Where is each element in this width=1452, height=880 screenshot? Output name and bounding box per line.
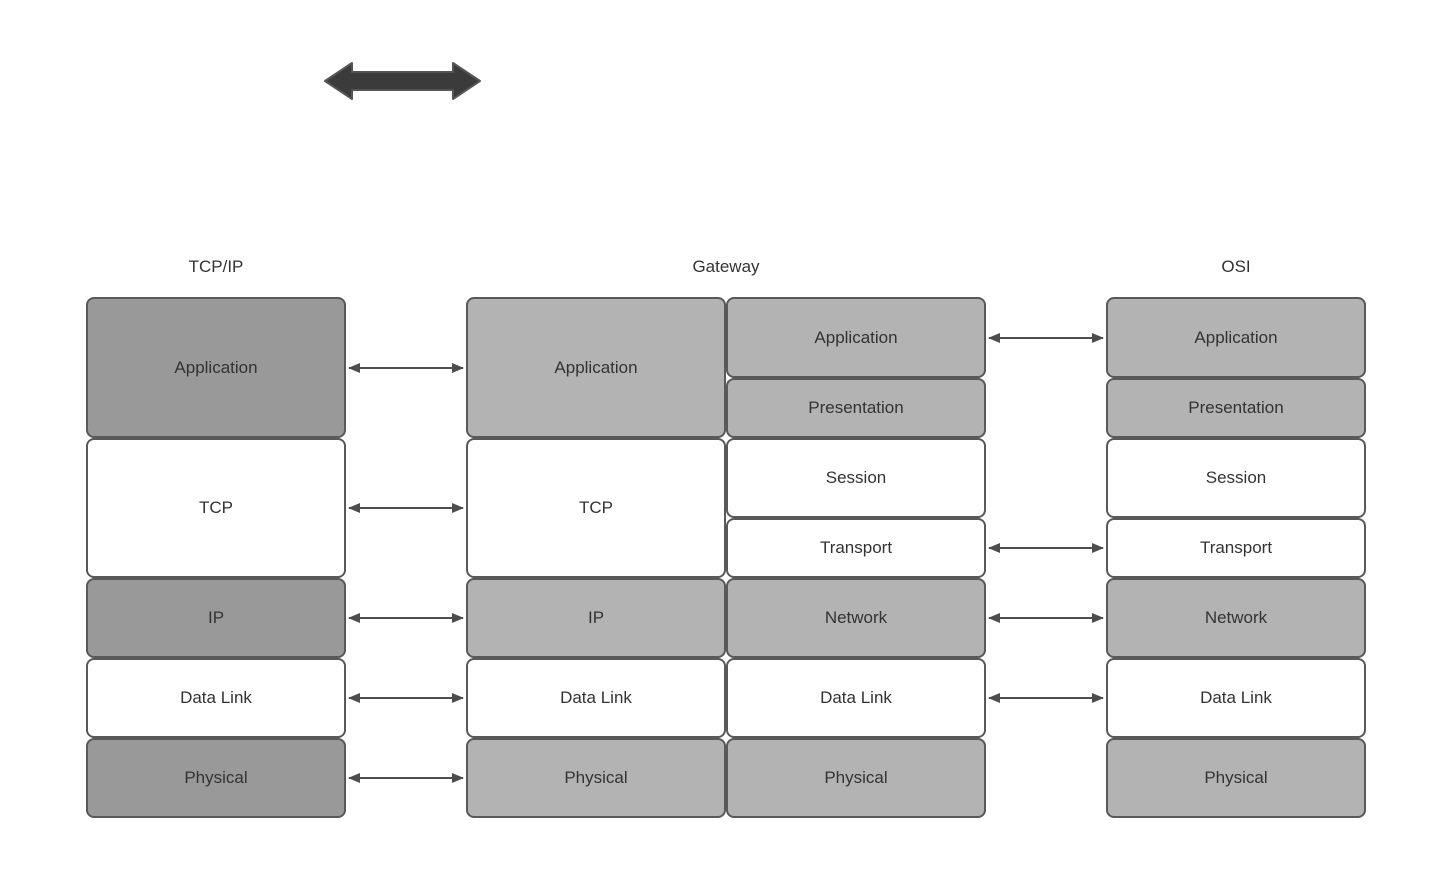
layer-label: TCP	[579, 498, 613, 517]
gateway-right-layer-session: Session	[726, 438, 986, 518]
layer-label: Session	[1205, 468, 1267, 487]
layer-label: Application	[814, 327, 898, 347]
layer-label: Transport	[819, 538, 893, 557]
gateway-left-layer-application: Application	[466, 297, 726, 438]
layer-label: Data Link	[1200, 688, 1272, 707]
layer-label: Physical	[184, 768, 248, 787]
gateway-right-layer-network: Network	[726, 578, 986, 658]
layer-label: Physical	[564, 768, 628, 787]
tcpip-layer-ip: IP	[86, 578, 346, 658]
gateway-right-layer-transport: Transport	[726, 518, 986, 578]
layer-label: Presentation	[1188, 398, 1284, 417]
osi-column-title: OSI	[1221, 257, 1251, 276]
layer-label: Physical	[824, 768, 888, 787]
layer-label: IP	[587, 608, 605, 627]
tcpip-layer-tcp: TCP	[86, 438, 346, 578]
gateway-left-layer-tcp: TCP	[466, 438, 726, 578]
gateway-column-title: Gateway	[692, 257, 760, 276]
tcpip-layer-application: Application	[86, 297, 346, 438]
osi-layer-data-link: Data Link	[1106, 658, 1366, 738]
layer-label: IP	[207, 608, 225, 627]
layer-label: Presentation	[808, 398, 904, 417]
layer-label: Physical	[1204, 768, 1268, 787]
layer-label: Transport	[1199, 538, 1273, 557]
osi-layer-application: Application	[1106, 297, 1366, 378]
tcpip-layer-data-link: Data Link	[86, 658, 346, 738]
layer-label: Session	[825, 468, 887, 487]
layer-label: Data Link	[820, 688, 892, 707]
gateway-right-layer-application: Application	[726, 297, 986, 378]
osi-layer-network: Network	[1106, 578, 1366, 658]
osi-layer-session: Session	[1106, 438, 1366, 518]
gateway-left-layer-ip: IP	[466, 578, 726, 658]
layer-label: TCP	[199, 498, 233, 517]
tcpip-column-title: TCP/IP	[188, 257, 244, 276]
gateway-left-layer-data-link: Data Link	[466, 658, 726, 738]
gateway-right-layer-data-link: Data Link	[726, 658, 986, 738]
layer-label: Network	[824, 608, 888, 627]
osi-layer-physical: Physical	[1106, 738, 1366, 818]
osi-layer-transport: Transport	[1106, 518, 1366, 578]
tcpip-layer-physical: Physical	[86, 738, 346, 818]
gateway-right-layer-physical: Physical	[726, 738, 986, 818]
gateway-left-layer-physical: Physical	[466, 738, 726, 818]
osi-layer-presentation: Presentation	[1106, 378, 1366, 438]
layer-label: Data Link	[560, 688, 632, 707]
layer-label: Application	[1194, 327, 1278, 347]
double-arrow-icon	[324, 62, 481, 100]
layer-label: Network	[1204, 608, 1268, 627]
layer-label: Data Link	[180, 688, 252, 707]
layer-label: Application	[174, 357, 258, 377]
gateway-right-layer-presentation: Presentation	[726, 378, 986, 438]
layer-label: Application	[554, 357, 638, 377]
